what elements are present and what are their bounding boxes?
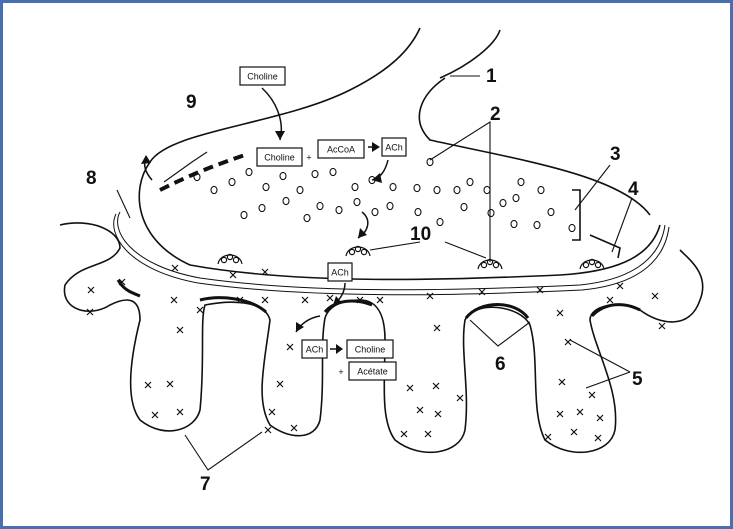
receptor-mark bbox=[277, 381, 283, 387]
fold-accent-2 bbox=[325, 301, 372, 312]
label-10: 10 bbox=[410, 224, 431, 245]
acetylcoa-box: AcCoA bbox=[318, 140, 364, 158]
receptor-mark bbox=[145, 382, 151, 388]
label-8: 8 bbox=[86, 168, 97, 189]
schwann-sheath bbox=[118, 212, 665, 290]
receptor-mark bbox=[617, 283, 623, 289]
reaction-arrows bbox=[145, 88, 388, 349]
receptor-mark bbox=[545, 434, 551, 440]
receptor-mark bbox=[152, 412, 158, 418]
plus-sign-2: + bbox=[338, 367, 343, 377]
receptor-mark bbox=[88, 287, 94, 293]
receptor-mark bbox=[577, 409, 583, 415]
fold-accent-4 bbox=[592, 305, 640, 316]
release-sites bbox=[218, 246, 604, 269]
receptor-mark bbox=[171, 297, 177, 303]
receptor-mark bbox=[167, 381, 173, 387]
vesicle-bracket bbox=[572, 190, 580, 240]
receptor-mark bbox=[595, 435, 601, 441]
release-site-2 bbox=[346, 246, 370, 256]
terminal-bottom-membrane bbox=[139, 162, 660, 279]
receptor-mark bbox=[377, 297, 383, 303]
receptor-mark bbox=[425, 431, 431, 437]
ach-lower-box: ACh bbox=[302, 340, 327, 358]
receptor-mark bbox=[427, 293, 433, 299]
ach-lower-text: ACh bbox=[306, 345, 324, 355]
receptor-mark bbox=[230, 272, 236, 278]
acetate-box: Acétate bbox=[349, 362, 396, 380]
receptor-mark bbox=[559, 379, 565, 385]
receptor-mark bbox=[401, 431, 407, 437]
receptor-mark bbox=[433, 383, 439, 389]
schwann-sheath-2 bbox=[114, 214, 669, 295]
ach-top-text: ACh bbox=[385, 143, 403, 153]
label-7: 7 bbox=[200, 474, 211, 495]
choline-lower-box: Choline bbox=[347, 340, 393, 358]
plus-sign-1: + bbox=[306, 153, 311, 163]
receptor-mark bbox=[435, 411, 441, 417]
ach-cleft-box: ACh bbox=[328, 263, 352, 281]
ach-cleft-text: ACh bbox=[331, 268, 349, 278]
receptor-mark bbox=[265, 427, 271, 433]
label-5: 5 bbox=[632, 369, 643, 390]
receptor-mark bbox=[291, 425, 297, 431]
receptor-mark bbox=[302, 297, 308, 303]
release-site-1 bbox=[218, 254, 242, 264]
receptor-mark bbox=[177, 327, 183, 333]
choline-left-text: Choline bbox=[264, 153, 295, 163]
choline-top-text: Choline bbox=[247, 72, 278, 82]
choline-left-box: Choline bbox=[257, 148, 302, 166]
receptor-mark bbox=[172, 265, 178, 271]
receptor-mark bbox=[407, 385, 413, 391]
receptor-mark bbox=[197, 307, 203, 313]
cleft-bracket bbox=[590, 235, 620, 258]
receptor-mark bbox=[557, 310, 563, 316]
ach-top-box: ACh bbox=[382, 138, 406, 156]
receptor-mark bbox=[607, 297, 613, 303]
receptor-mark bbox=[597, 415, 603, 421]
receptor-mark bbox=[327, 295, 333, 301]
postsynaptic-membrane bbox=[60, 223, 703, 452]
receptor-mark bbox=[87, 309, 93, 315]
label-3: 3 bbox=[610, 144, 621, 165]
receptor-mark bbox=[287, 344, 293, 350]
myelin-dashes bbox=[160, 155, 245, 190]
label-2: 2 bbox=[490, 104, 501, 125]
release-site-4 bbox=[580, 259, 604, 269]
receptor-mark bbox=[434, 325, 440, 331]
receptor-mark bbox=[269, 409, 275, 415]
fold-accent-3 bbox=[466, 305, 528, 319]
leader-lines bbox=[117, 76, 632, 470]
acetate-text: Acétate bbox=[357, 367, 388, 377]
receptor-mark bbox=[262, 297, 268, 303]
receptor-mark bbox=[659, 323, 665, 329]
choline-top-box: Choline bbox=[240, 67, 285, 85]
receptor-mark bbox=[571, 429, 577, 435]
acetylcoa-text: AcCoA bbox=[327, 145, 355, 155]
receptor-mark bbox=[177, 409, 183, 415]
receptor-mark bbox=[457, 395, 463, 401]
receptor-mark bbox=[589, 392, 595, 398]
label-4: 4 bbox=[628, 179, 639, 200]
label-1: 1 bbox=[486, 66, 497, 87]
receptor-mark bbox=[417, 407, 423, 413]
choline-lower-text: Choline bbox=[355, 345, 386, 355]
label-9: 9 bbox=[186, 92, 197, 113]
receptor-mark bbox=[557, 411, 563, 417]
receptor-mark bbox=[652, 293, 658, 299]
label-6: 6 bbox=[495, 354, 506, 375]
